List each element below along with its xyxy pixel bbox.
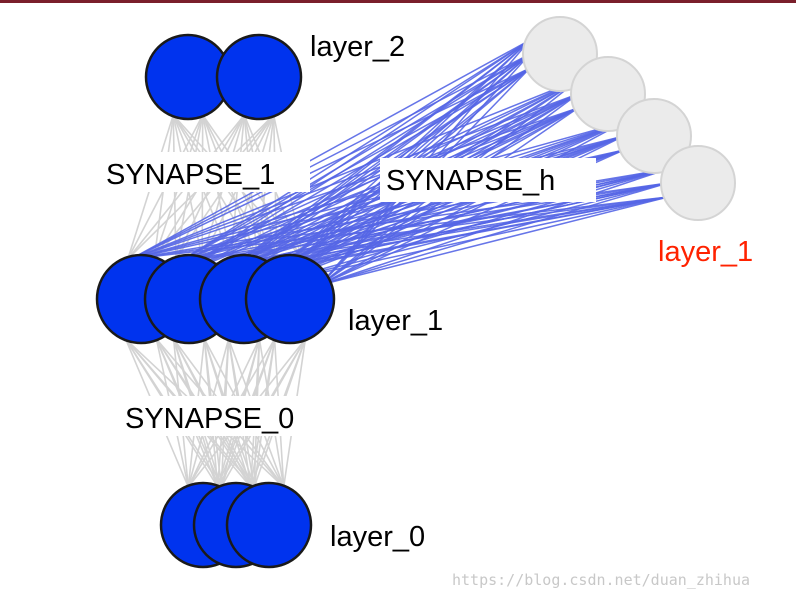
synapse-h-edge [319,182,669,286]
layer-2-node [215,33,303,121]
synapse-h-label: SYNAPSE_h [386,165,555,197]
synapse-h-edge [130,121,625,260]
layer-1-nodes [95,253,336,345]
synapse-0-label: SYNAPSE_0 [125,403,294,435]
watermark: https://blog.csdn.net/duan_zhihua [452,571,750,589]
synapse-0-label-bg [120,396,332,436]
synapse-h-edge [178,79,579,263]
synapse-h-edge [130,53,531,260]
synapse-h-label-bg [380,158,596,202]
synapse-h-edge [279,196,669,269]
synapse-h-edge [319,196,669,286]
synapse-h-edge [130,135,625,260]
synapse-1-label-bg [100,152,310,192]
layer-0-node [225,481,313,569]
synapse-h-edge [273,196,669,284]
top-border [0,0,796,3]
layer-1-previous-node [660,145,736,221]
layer-1-label: layer_1 [348,305,443,337]
synapse-h-edge [178,107,579,263]
synapse-1-label: SYNAPSE_1 [106,159,275,191]
synapse-h-edge [279,168,669,269]
layer-1-previous-node [616,98,692,174]
layer-0-nodes [159,481,313,569]
synapse-h-edge [130,196,669,260]
synapse-h-edge [233,196,669,266]
synapse-h-edge [178,53,531,263]
synapse-h-edge [178,196,669,263]
layer-2-nodes [144,33,303,121]
synapse-h-edge [130,107,579,260]
layer-1-previous-nodes [522,16,736,221]
synapse-h-edge [279,182,669,269]
synapse-h-edge [178,39,531,263]
synapse-h-edge [130,39,531,260]
synapse-h-edge [130,67,531,260]
synapse-h-edge [130,79,579,260]
layer-2-label: layer_2 [310,31,405,63]
layer-1-node [244,253,336,345]
layer-0-label: layer_0 [330,521,425,553]
synapse-h-edge [130,93,579,260]
layer-1-previous-label: layer_1 [658,236,753,268]
synapse-h-edge [170,67,531,280]
